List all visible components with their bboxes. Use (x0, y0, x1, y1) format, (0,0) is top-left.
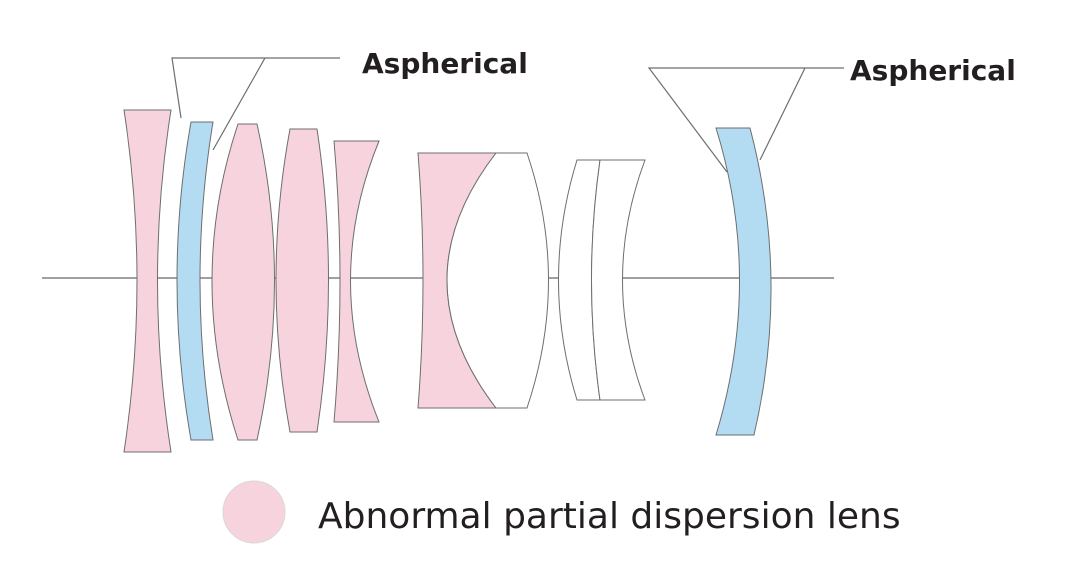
lens-element-10-aspherical (715, 127, 772, 436)
lens-element-7 (446, 152, 549, 409)
lens-element-3 (211, 123, 275, 441)
right-callout-lines (647, 67, 844, 173)
right-aspherical-label: Aspherical (850, 54, 1016, 87)
lens-element-2-aspherical (176, 121, 214, 441)
legend-swatch (222, 480, 286, 544)
lens-element-4 (275, 128, 329, 433)
left-callout-lines (171, 57, 340, 151)
lens-element-1 (123, 109, 172, 453)
left-aspherical-label: Aspherical (362, 47, 528, 80)
legend-label: Abnormal partial dispersion lens (318, 496, 901, 537)
lens-element-5 (333, 140, 380, 423)
lens-element-9 (591, 159, 646, 401)
